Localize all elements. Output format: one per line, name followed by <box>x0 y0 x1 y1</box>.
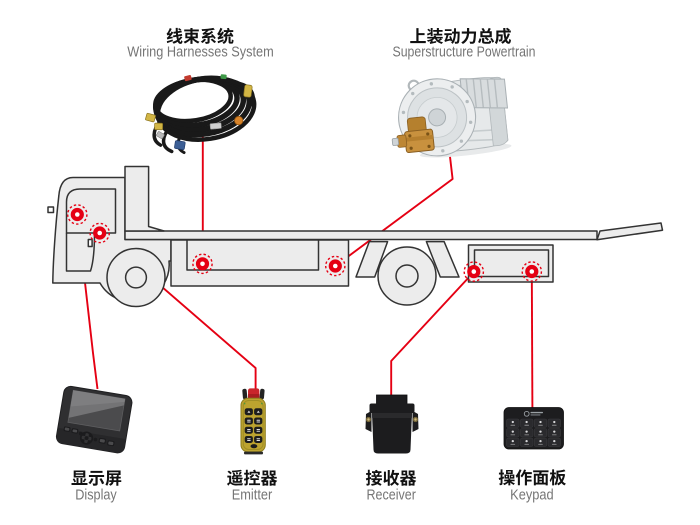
svg-text:Receiver: Receiver <box>366 488 416 504</box>
svg-text:Keypad: Keypad <box>510 488 554 504</box>
svg-text:Wiring Harnesses System: Wiring Harnesses System <box>127 45 274 61</box>
svg-text:Emitter: Emitter <box>232 488 273 504</box>
svg-text:Display: Display <box>75 488 117 504</box>
svg-text:Superstructure Powertrain: Superstructure Powertrain <box>393 45 536 61</box>
